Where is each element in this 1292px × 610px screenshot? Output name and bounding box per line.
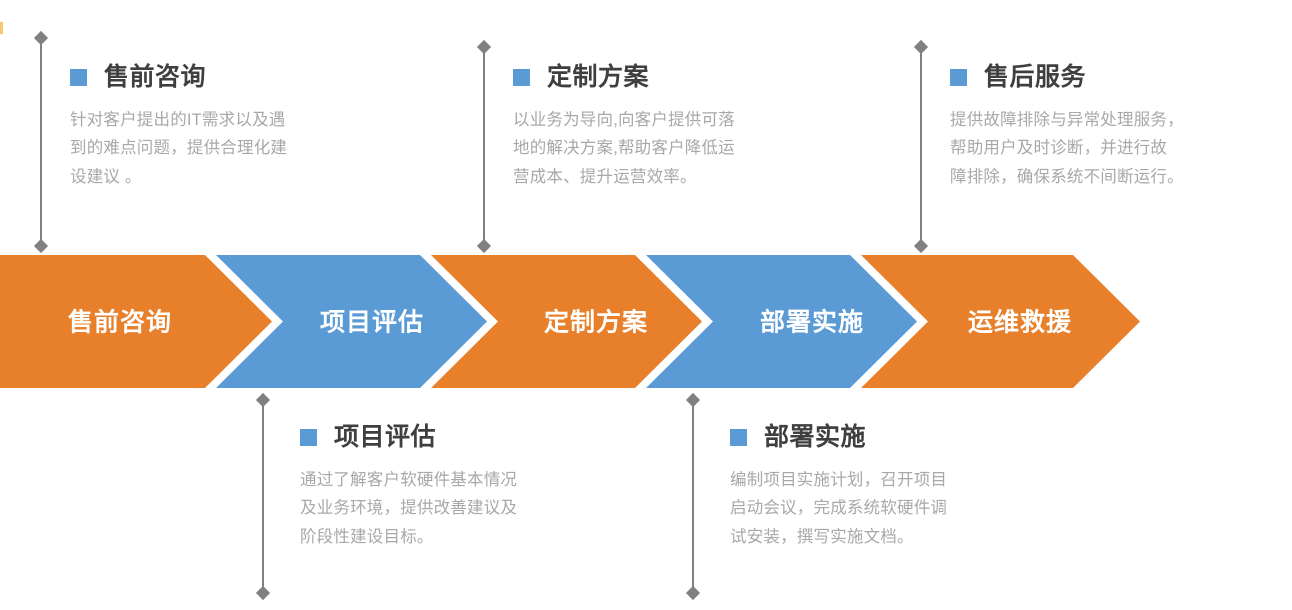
callout-title: 售后服务 (984, 62, 1087, 91)
square-bullet-icon (70, 68, 87, 86)
callout-body-line: 地的解决方案,帮助客户降低运 (513, 139, 735, 158)
callout-bottom-1: 项目评估 通过了解客户软硬件基本情况 及业务环境，提供改善建议及 阶段性建设目标… (300, 422, 630, 551)
connector-line (692, 400, 694, 593)
connector-line (920, 47, 922, 246)
callout-heading: 部署实施 (730, 422, 1060, 452)
callout-body: 针对客户提出的IT需求以及遇 到的难点问题，提供合理化建 设建议 。 (70, 106, 400, 191)
callout-body: 提供故障排除与异常处理服务， 帮助用户及时诊断，并进行故 障排除，确保系统不间断… (950, 106, 1290, 191)
callout-body-line: 启动会议，完成系统软硬件调 (730, 499, 948, 518)
chevron-step-5[interactable] (861, 255, 1140, 388)
connector-bottom-2 (685, 392, 700, 601)
callout-heading: 售后服务 (950, 62, 1290, 92)
callout-top-2: 定制方案 以业务为导向,向客户提供可落 地的解决方案,帮助客户降低运 营成本、提… (513, 62, 843, 191)
diamond-marker-top (476, 39, 491, 55)
connector-line (262, 400, 264, 593)
callout-heading: 售前咨询 (70, 62, 400, 92)
diamond-marker-top (255, 392, 270, 408)
callout-body-line: 阶段性建设目标。 (300, 527, 434, 546)
callout-heading: 项目评估 (300, 422, 630, 452)
callout-top-1: 售前咨询 针对客户提出的IT需求以及遇 到的难点问题，提供合理化建 设建议 。 (70, 62, 400, 191)
chevron-label-1: 售前咨询 (68, 308, 172, 337)
callout-body: 编制项目实施计划，召开项目 启动会议，完成系统软硬件调 试安装，撰写实施文档。 (730, 466, 1060, 551)
diamond-marker-bottom (476, 238, 491, 254)
connector-bottom-1 (255, 392, 270, 601)
chevron-step-4[interactable] (646, 255, 917, 388)
callout-body-line: 试安装，撰写实施文档。 (730, 527, 914, 546)
chevron-step-1[interactable] (0, 255, 272, 388)
connector-top-2 (476, 39, 491, 254)
callout-body-line: 提供故障排除与异常处理服务， (950, 111, 1184, 129)
diamond-marker-top (685, 392, 700, 408)
callout-body-line: 编制项目实施计划，召开项目 (730, 471, 948, 489)
callout-body-line: 针对客户提出的IT需求以及遇 (70, 111, 286, 129)
connector-top-1 (33, 30, 48, 254)
connector-top-3 (913, 39, 928, 254)
callout-title: 定制方案 (547, 62, 650, 91)
callout-top-3: 售后服务 提供故障排除与异常处理服务， 帮助用户及时诊断，并进行故 障排除，确保… (950, 62, 1290, 191)
diamond-marker-bottom (913, 238, 928, 254)
square-bullet-icon (513, 68, 530, 86)
diamond-marker-top (913, 39, 928, 55)
chevron-step-3[interactable] (431, 255, 702, 388)
callout-heading: 定制方案 (513, 62, 843, 92)
callout-bottom-2: 部署实施 编制项目实施计划，召开项目 启动会议，完成系统软硬件调 试安装，撰写实… (730, 422, 1060, 551)
callout-body-line: 营成本、提升运营效率。 (513, 167, 697, 186)
callout-body-line: 及业务环境，提供改善建议及 (300, 499, 518, 518)
diamond-marker-top (33, 30, 48, 46)
connector-line (483, 47, 485, 246)
diamond-marker-bottom (685, 585, 700, 601)
callout-title: 售前咨询 (104, 62, 207, 91)
square-bullet-icon (730, 428, 747, 446)
callout-body-line: 障排除，确保系统不间断运行。 (950, 167, 1184, 186)
callout-body-line: 通过了解客户软硬件基本情况 (300, 471, 518, 489)
callout-body-line: 以业务为导向,向客户提供可落 (513, 111, 735, 129)
callout-body: 以业务为导向,向客户提供可落 地的解决方案,帮助客户降低运 营成本、提升运营效率… (513, 106, 843, 191)
connector-line (40, 38, 42, 246)
chevron-label-4: 部署实施 (760, 308, 864, 337)
accent-sliver (0, 22, 3, 34)
square-bullet-icon (950, 68, 967, 86)
process-chevron-band: 售前咨询 项目评估 定制方案 部署实施 运维救援 (0, 255, 1292, 388)
callout-title: 项目评估 (334, 422, 437, 451)
callout-body: 通过了解客户软硬件基本情况 及业务环境，提供改善建议及 阶段性建设目标。 (300, 466, 630, 551)
diamond-marker-bottom (33, 238, 48, 254)
callout-body-line: 到的难点问题，提供合理化建 (70, 139, 288, 158)
callout-body-line: 帮助用户及时诊断，并进行故 (950, 139, 1168, 158)
chevron-label-2: 项目评估 (320, 309, 424, 337)
chevron-label-3: 定制方案 (544, 308, 648, 337)
chevron-label-5: 运维救援 (968, 308, 1072, 337)
callout-body-line: 设建议 。 (70, 167, 142, 186)
diamond-marker-bottom (255, 585, 270, 601)
callout-title: 部署实施 (764, 422, 867, 451)
square-bullet-icon (300, 428, 317, 446)
chevron-step-2[interactable] (216, 255, 487, 388)
